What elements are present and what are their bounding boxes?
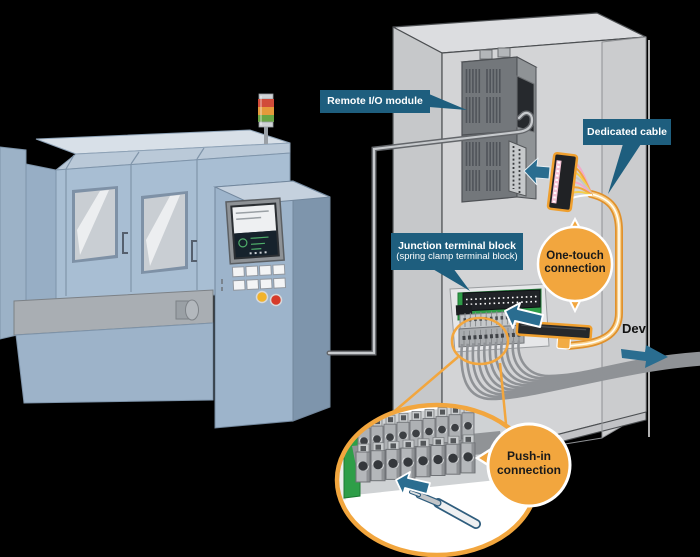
push-in-line1: Push-in bbox=[507, 449, 551, 463]
one-touch-bubble bbox=[536, 216, 614, 314]
machine-left-endcap bbox=[25, 163, 57, 311]
panel-screen bbox=[225, 197, 285, 265]
devices-arrow-icon bbox=[621, 345, 668, 368]
push-in-bubble bbox=[474, 422, 572, 508]
tower-orange-light bbox=[258, 107, 274, 115]
one-touch-line2: connection bbox=[544, 263, 606, 276]
panel-keypad bbox=[231, 264, 287, 291]
door-handle-right bbox=[191, 240, 197, 262]
plug-insert-arrow-icon bbox=[504, 302, 544, 329]
magnifier-ring bbox=[450, 316, 510, 366]
dedicated-cable bbox=[564, 190, 623, 350]
signal-tower bbox=[258, 93, 274, 144]
machine-window-right bbox=[141, 191, 188, 274]
module-vents bbox=[465, 69, 501, 191]
module-lower-connector bbox=[508, 140, 527, 197]
machine-window-left bbox=[72, 186, 118, 263]
dedicated-cable-callout-pointer bbox=[608, 144, 641, 194]
devices-label: Dev bbox=[622, 321, 646, 336]
push-in-bubble-text: Push-in connection bbox=[489, 449, 569, 478]
tower-green-light bbox=[258, 115, 274, 122]
callout-junction-terminal-block: Junction terminal block (spring clamp te… bbox=[391, 233, 523, 270]
terminal-header bbox=[462, 289, 541, 312]
push-in-detail-lens bbox=[334, 402, 540, 557]
remote-io-module bbox=[460, 47, 538, 203]
door-handle-left bbox=[122, 232, 128, 254]
connector-insert-arrow-icon bbox=[523, 157, 551, 186]
operator-panel bbox=[213, 180, 331, 429]
rail-knob-cap bbox=[185, 299, 199, 321]
pedestal-side bbox=[292, 180, 331, 422]
ferrule-wire bbox=[409, 490, 481, 529]
remote-io-callout-pointer bbox=[429, 94, 467, 110]
machine-to-module-wire bbox=[326, 110, 535, 356]
callout-remote-io-label: Remote I/O module bbox=[327, 95, 423, 108]
callout-dedicated-cable-label: Dedicated cable bbox=[587, 125, 667, 138]
machine-door-seams bbox=[65, 147, 205, 296]
cnc-machine bbox=[0, 93, 331, 429]
one-touch-line1: One-touch bbox=[546, 250, 604, 262]
tower-red-light bbox=[258, 99, 274, 107]
junction-label-line2: (spring clamp terminal block) bbox=[396, 251, 518, 263]
push-in-arrow-icon bbox=[395, 471, 431, 496]
cable-connector-head bbox=[546, 151, 579, 213]
push-in-line2: connection bbox=[496, 462, 561, 477]
callout-dedicated-cable: Dedicated cable bbox=[583, 119, 671, 145]
tower-base bbox=[258, 121, 274, 128]
yellow-button bbox=[255, 290, 269, 304]
junction-callout-pointer bbox=[431, 268, 470, 291]
one-touch-bubble-text: One-touch connection bbox=[538, 250, 612, 276]
pedestal-top bbox=[213, 180, 331, 205]
red-button bbox=[269, 293, 283, 307]
machine-base bbox=[15, 322, 214, 404]
junction-label-line1: Junction terminal block bbox=[398, 240, 516, 252]
callout-remote-io-module: Remote I/O module bbox=[320, 90, 430, 113]
